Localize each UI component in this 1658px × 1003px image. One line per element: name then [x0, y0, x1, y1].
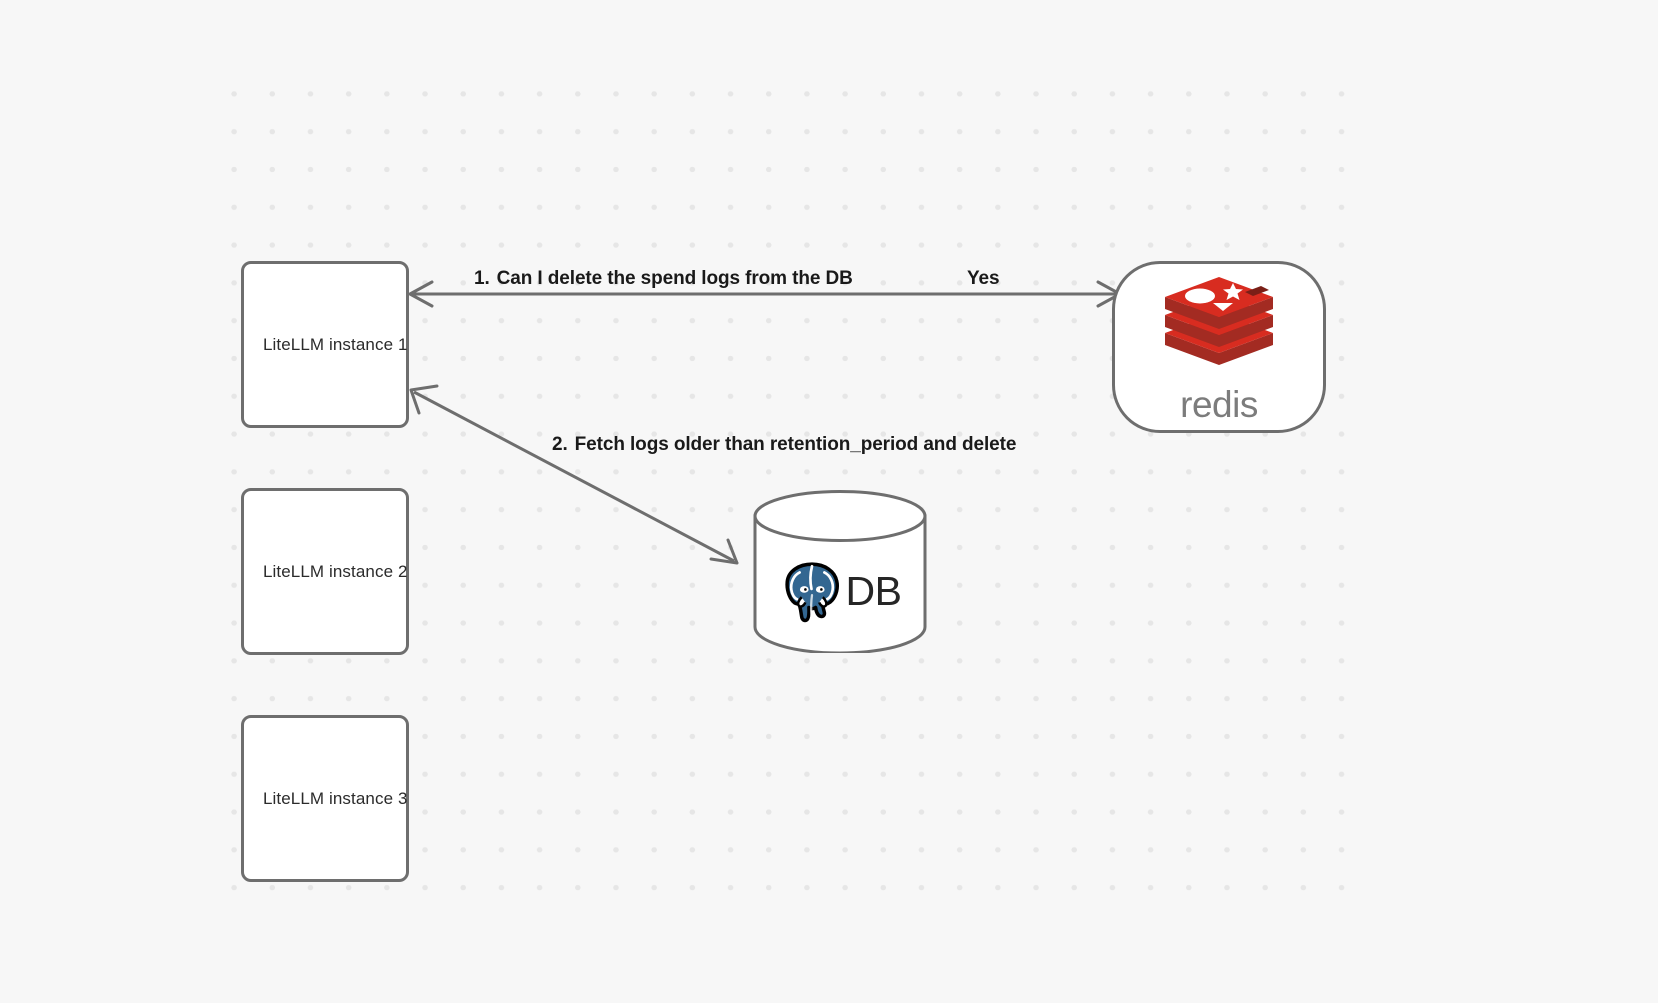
database-cylinder-shape	[753, 490, 927, 653]
node-litellm-instance-2-label: LiteLLM instance 2	[263, 561, 408, 581]
edge-label-step-1: 1. Can I delete the spend logs from the D…	[474, 268, 853, 290]
edge-label-step-2: 2. Fetch logs older than retention_period…	[552, 434, 1016, 456]
node-litellm-instance-3[interactable]: LiteLLM instance 3	[241, 715, 409, 882]
edge-label-step-2-text: Fetch logs older than retention_period a…	[574, 434, 1017, 455]
edge-label-step-2-number: 2.	[552, 434, 568, 455]
node-redis[interactable]: redis	[1112, 261, 1326, 433]
node-litellm-instance-1[interactable]: LiteLLM instance 1	[241, 261, 409, 428]
edge-label-step-1-response-text: Yes	[967, 268, 1000, 289]
redis-logo-icon	[1165, 276, 1273, 365]
database-label: DB	[845, 567, 902, 614]
edge-litellm1-database	[409, 384, 739, 565]
edge-label-step-1-response: Yes	[967, 268, 1000, 290]
postgresql-elephant-icon	[784, 562, 839, 623]
node-database[interactable]: DB	[752, 490, 928, 653]
node-litellm-instance-3-label: LiteLLM instance 3	[263, 788, 408, 808]
node-litellm-instance-1-label: LiteLLM instance 1	[263, 334, 408, 354]
database-logo-group: DB	[752, 548, 928, 634]
node-litellm-instance-2[interactable]: LiteLLM instance 2	[241, 488, 409, 655]
edge-label-step-1-number: 1.	[474, 268, 490, 289]
redis-wordmark: redis	[1180, 383, 1258, 425]
edge-label-step-1-text: Can I delete the spend logs from the DB	[496, 268, 853, 289]
